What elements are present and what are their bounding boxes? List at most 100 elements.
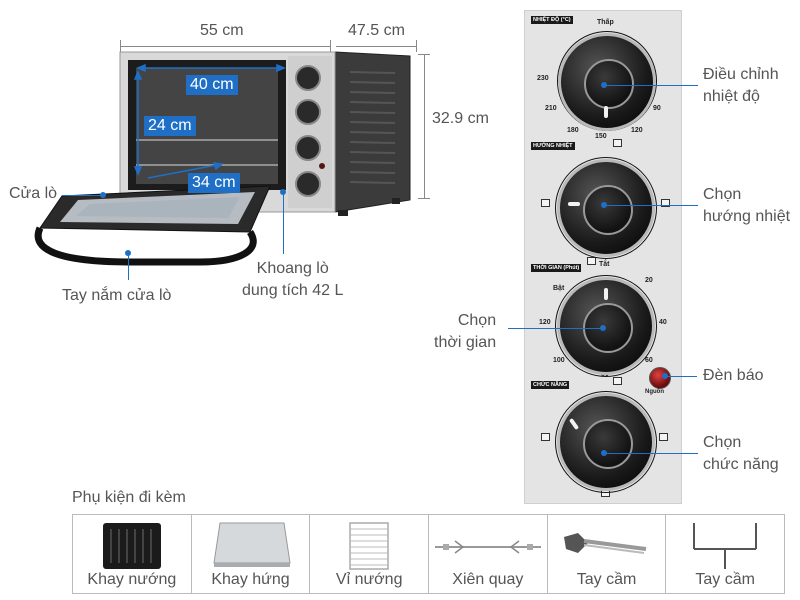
- temp-section-tag: NHIỆT ĐỘ (°C): [531, 16, 573, 24]
- heat-right-icon: [661, 199, 670, 207]
- time-callout-dot: [600, 325, 606, 331]
- height-dimension-line: [424, 54, 425, 198]
- heat-callout-dot: [601, 202, 607, 208]
- temp-tick-90: 90: [653, 105, 661, 112]
- accessory-name: Vỉ nướng: [335, 571, 403, 588]
- time-callout-line: [508, 328, 602, 329]
- depth-dimension-line: [336, 46, 416, 47]
- temperature-knob-center: [584, 59, 634, 109]
- heat-bottom-icon: [587, 257, 596, 265]
- handle-label: Tay nắm cửa lò: [62, 287, 172, 304]
- temp-callout-line: [606, 85, 698, 86]
- func-right-icon: [659, 433, 668, 441]
- heat-callout-label: Chọn hướng nhiệt: [703, 184, 790, 228]
- time-dial-arc: [555, 275, 657, 377]
- indicator-callout-line: [667, 376, 697, 377]
- door-callout-dot: [100, 192, 106, 198]
- temp-tick-low: Thấp: [597, 19, 614, 26]
- tray-handle-icon: [563, 533, 646, 554]
- time-tick-20: 20: [645, 277, 653, 284]
- temp-tick-120: 120: [631, 127, 643, 134]
- temp-tick-150: 150: [595, 133, 607, 140]
- accessory-item: Xiên quay: [429, 515, 548, 593]
- timer-knob-indicator: [604, 288, 608, 300]
- temperature-knob[interactable]: [558, 33, 656, 131]
- time-tick-on: Bật: [553, 285, 565, 292]
- grill-rack-icon: [349, 522, 390, 570]
- width-dimension-tick-right: [330, 40, 331, 52]
- power-indicator-light: [649, 367, 671, 389]
- height-dimension-tick-top: [418, 54, 430, 55]
- function-knob-indicator: [568, 417, 580, 431]
- accessory-name: Tay cầm: [576, 571, 637, 588]
- time-tick-120: 120: [539, 319, 551, 326]
- door-label: Cửa lò: [9, 185, 58, 202]
- temp-callout-line1: Điều chỉnh: [703, 66, 779, 83]
- accessories-title: Phụ kiện đi kèm: [72, 489, 186, 506]
- door-callout-line: [62, 195, 102, 196]
- spit-handle-icon: [693, 523, 758, 569]
- function-knob-center: [583, 419, 633, 469]
- accessories-table: Khay nướng Khay hứng Vỉ nướng: [72, 514, 785, 594]
- temp-tick-230: 230: [537, 75, 549, 82]
- temp-tick-180: 180: [567, 127, 579, 134]
- accessory-name: Tay cầm: [695, 571, 755, 588]
- inner-depth-tag: 34 cm: [188, 173, 240, 193]
- func-callout-line: [606, 453, 698, 454]
- time-callout-label: Chọn thời gian: [434, 310, 496, 354]
- func-callout-label: Chọn chức năng: [703, 432, 779, 476]
- cavity-callout-line: [283, 192, 284, 254]
- depth-dimension-tick: [416, 40, 417, 52]
- heat-dial-arc: [555, 157, 657, 259]
- heat-direction-knob[interactable]: [557, 159, 655, 257]
- inner-height-tag: 24 cm: [144, 116, 196, 136]
- accessory-item: Tay cầm: [548, 515, 667, 593]
- width-dimension-tick-left: [120, 40, 121, 52]
- accessory-name: Khay hứng: [211, 571, 290, 588]
- handle-callout-dot: [125, 250, 131, 256]
- func-callout-line2: chức năng: [703, 456, 779, 473]
- heat-callout-line2: hướng nhiệt: [703, 208, 791, 225]
- function-knob[interactable]: [557, 393, 655, 491]
- cavity-label-line1: Khoang lò: [256, 260, 329, 277]
- func-callout-dot: [601, 450, 607, 456]
- accessory-name: Khay nướng: [87, 571, 177, 588]
- heat-section-tag: HƯỚNG NHIỆT: [531, 142, 575, 150]
- time-tick-off: Tắt: [599, 261, 610, 268]
- func-top-icon: [613, 377, 622, 385]
- func-left-icon: [541, 433, 550, 441]
- oven-illustration: 55 cm 47.5 cm 32.9 cm: [0, 0, 520, 320]
- temp-callout-line2: nhiệt độ: [703, 88, 760, 105]
- heat-direction-knob-indicator: [568, 202, 580, 206]
- width-label: 55 cm: [200, 22, 244, 39]
- power-label: Nguồn: [645, 389, 664, 395]
- inner-dimension-arrows: [133, 63, 286, 179]
- accessory-item: Khay hứng: [192, 515, 311, 593]
- cavity-callout-dot: [280, 189, 286, 195]
- temperature-knob-indicator: [604, 106, 608, 118]
- accessory-item: Khay nướng: [73, 515, 192, 593]
- time-callout-line2: thời gian: [434, 334, 497, 351]
- height-label: 32.9 cm: [432, 110, 489, 127]
- heat-callout-line: [606, 205, 698, 206]
- temp-tick-210: 210: [545, 105, 557, 112]
- time-tick-100: 100: [553, 357, 565, 364]
- inner-width-tag: 40 cm: [186, 75, 238, 95]
- cavity-label-line2: dung tích 42 L: [242, 282, 344, 299]
- func-callout-line1: Chọn: [703, 434, 742, 451]
- heat-left-icon: [541, 199, 550, 207]
- accessory-item: Tay cầm: [666, 515, 784, 593]
- control-panel: NHIỆT ĐỘ (°C) Thấp 230 210 180 150 120 9…: [524, 10, 682, 504]
- height-dimension-tick-bottom: [418, 198, 430, 199]
- time-tick-40: 40: [659, 319, 667, 326]
- temp-callout-label: Điều chỉnh nhiệt độ: [703, 64, 779, 108]
- indicator-callout-dot: [662, 373, 668, 379]
- heat-callout-line1: Chọn: [703, 186, 742, 203]
- cavity-label: Khoang lò dung tích 42 L: [242, 258, 343, 302]
- indicator-callout-label: Đèn báo: [703, 367, 764, 384]
- timer-knob[interactable]: [557, 277, 655, 375]
- depth-label: 47.5 cm: [348, 22, 405, 39]
- func-section-tag: CHỨC NĂNG: [531, 381, 570, 389]
- heat-direction-knob-center: [583, 185, 633, 235]
- time-callout-line1: Chọn: [457, 312, 497, 329]
